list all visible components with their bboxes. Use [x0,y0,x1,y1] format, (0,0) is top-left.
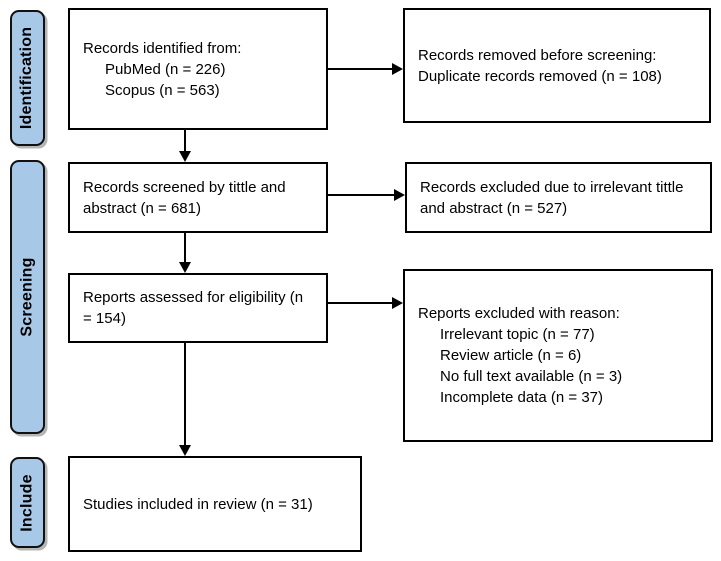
arrow-identified-to-removed [328,68,392,70]
stage-label-identification: Identification [10,10,45,146]
box-records-removed: Records removed before screening: Duplic… [403,8,711,123]
excluded-reason-review-article: Review article (n = 6) [440,347,582,364]
box-records-excluded: Records excluded due to irrelevant tittl… [405,162,712,233]
box-studies-included: Studies included in review (n = 31) [68,456,362,552]
records-removed-duplicates: Duplicate records removed (n = 108) [418,67,662,85]
records-identified-title: Records identified from: [83,39,242,57]
excluded-reason-irrelevant-topic: Irrelevant topic (n = 77) [440,326,595,343]
arrow-assessed-to-included [184,343,186,445]
arrow-screened-to-assessed [184,233,186,262]
records-excluded-text: Records excluded due to irrelevant tittl… [420,178,684,217]
stage-label-include-text: Include [18,473,36,532]
box-records-identified: Records identified from: PubMed (n = 226… [68,8,328,130]
stage-label-include: Include [10,457,45,548]
records-screened-text: Records screened by tittle and abstract … [83,178,286,217]
box-reports-assessed: Reports assessed for eligibility (n = 15… [68,273,328,343]
reports-assessed-text: Reports assessed for eligibility (n = 15… [83,289,304,327]
arrow-identified-to-screened [184,130,186,151]
arrow-screened-to-excluded [328,194,394,196]
excluded-reason-no-full-text: No full text available (n = 3) [440,368,623,385]
reports-excluded-title: Reports excluded with reason: [418,305,620,322]
box-records-screened: Records screened by tittle and abstract … [68,162,328,233]
stage-label-screening: Screening [10,160,45,434]
records-removed-title: Records removed before screening: [418,46,657,64]
arrow-assessed-to-excluded-reason [328,302,392,304]
records-identified-pubmed: PubMed (n = 226) [105,60,226,78]
stage-label-screening-text: Screening [18,257,36,337]
stage-label-identification-text: Identification [18,26,36,130]
studies-included-text: Studies included in review (n = 31) [83,495,313,513]
records-identified-scopus: Scopus (n = 563) [105,81,220,99]
excluded-reason-incomplete-data: Incomplete data (n = 37) [440,389,604,406]
box-reports-excluded-reason: Reports excluded with reason: Irrelevant… [403,269,713,442]
